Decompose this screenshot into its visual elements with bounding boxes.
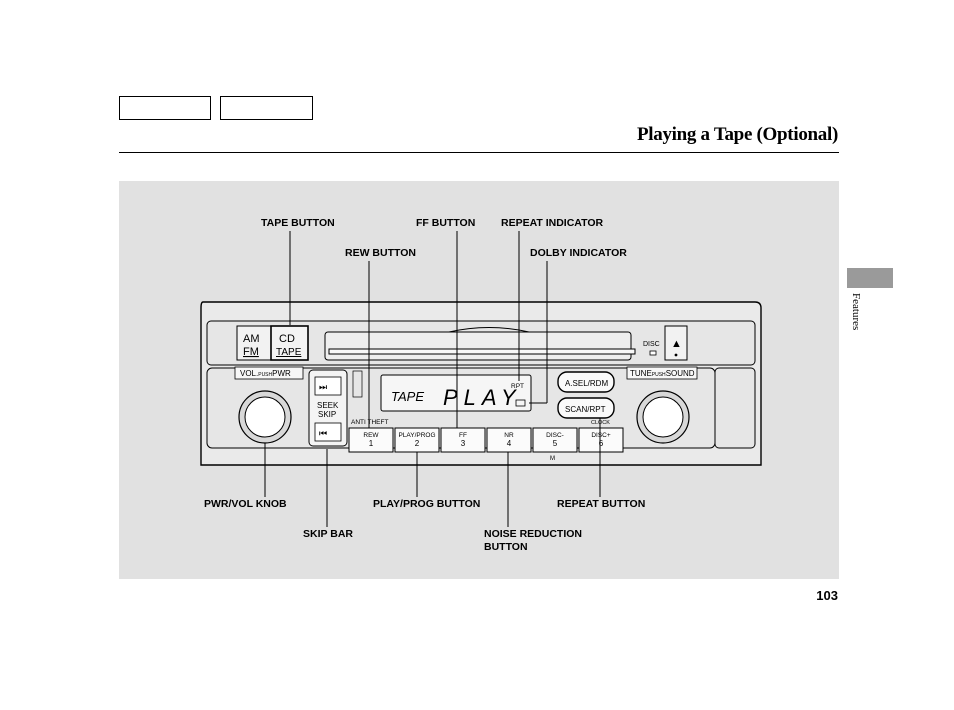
callout-play-prog-button: PLAY/PROG BUTTON xyxy=(373,498,481,510)
skip-down-button xyxy=(314,422,342,442)
page-title: Playing a Tape (Optional) xyxy=(636,124,838,145)
callout-rew-button: REW BUTTON xyxy=(345,247,416,259)
seek-label: SEEK xyxy=(317,401,339,410)
cd-slot xyxy=(328,348,636,355)
cd-slot-frame xyxy=(324,331,632,361)
skip-forward-icon: ⏭ xyxy=(319,382,327,392)
eject-icon: ▲ xyxy=(671,338,682,350)
callout-repeat-indicator: REPEAT INDICATOR xyxy=(501,217,604,229)
tune-label: TUNEPUSHSOUND xyxy=(630,369,695,378)
display-mode: TAPE xyxy=(391,389,424,404)
eject-dot xyxy=(674,353,678,357)
preset-num-5: 5 xyxy=(553,439,558,448)
m-label: M xyxy=(550,456,555,462)
anti-theft-label: ANTI THEFT xyxy=(351,419,388,426)
cd-tape-button xyxy=(270,325,309,361)
clock-label: CLOCK xyxy=(591,420,610,426)
callout-noise-reduction-line1: NOISE REDUCTION xyxy=(484,528,583,540)
nav-box-1[interactable] xyxy=(119,96,211,120)
preset-buttons: REW 1 PLAY/PROG 2 FF 3 NR 4 DISC- 5 DISC… xyxy=(348,427,624,453)
page-number: 103 xyxy=(816,588,838,603)
preset-label-6: DISC+ xyxy=(591,432,611,439)
rpt-indicator: RPT xyxy=(511,383,524,390)
tune-label-plate xyxy=(626,366,698,380)
eject-button xyxy=(664,325,688,361)
am-fm-button xyxy=(236,325,272,361)
section-tab[interactable] xyxy=(847,268,893,288)
preset-num-3: 3 xyxy=(461,439,466,448)
callout-noise-reduction-line2: BUTTON xyxy=(484,541,528,553)
dolby-logo xyxy=(352,370,363,398)
cd-label: CD xyxy=(279,333,295,345)
callout-dolby-indicator: DOLBY INDICATOR xyxy=(530,247,627,259)
preset-num-6: 6 xyxy=(599,439,604,448)
preset-button-3 xyxy=(440,427,486,453)
right-deck xyxy=(714,367,756,449)
figure-panel: AM FM CD TAPE DISC ▲ VOL.PUSHPWR ⏭ SEEK … xyxy=(119,181,839,579)
callout-tape-button: TAPE BUTTON xyxy=(261,217,335,229)
nav-box-2[interactable] xyxy=(220,96,313,120)
disc-indicator xyxy=(649,350,657,356)
preset-label-1: REW xyxy=(363,432,379,439)
callout-repeat-button: REPEAT BUTTON xyxy=(557,498,646,510)
vol-label-plate xyxy=(234,366,304,380)
preset-num-4: 4 xyxy=(507,439,512,448)
tape-label: TAPE xyxy=(276,347,302,358)
callout-noise-reduction: NOISE REDUCTION BUTTON xyxy=(484,528,582,554)
tune-knob-face xyxy=(642,396,684,438)
skip-label: SKIP xyxy=(318,410,336,419)
scan-rpt-button xyxy=(557,397,615,419)
title-rule xyxy=(119,152,839,153)
callout-ff-button: FF BUTTON xyxy=(416,217,476,229)
preset-label-2: PLAY/PROG xyxy=(398,432,435,439)
preset-button-6 xyxy=(578,427,624,453)
asel-rdm-label: A.SEL/RDM xyxy=(565,379,608,388)
section-label: Features xyxy=(850,293,862,331)
skip-up-button xyxy=(314,376,342,396)
asel-rdm-button xyxy=(557,371,615,393)
preset-num-2: 2 xyxy=(415,439,420,448)
scan-rpt-label: SCAN/RPT xyxy=(565,405,606,414)
skip-back-icon: ⏮ xyxy=(319,428,327,438)
callout-pwr-vol-knob: PWR/VOL KNOB xyxy=(204,498,287,510)
am-label: AM xyxy=(243,333,260,345)
preset-num-1: 1 xyxy=(369,439,374,448)
radio-illustration: AM FM CD TAPE DISC ▲ VOL.PUSHPWR ⏭ SEEK … xyxy=(200,231,762,527)
preset-label-3: FF xyxy=(459,432,467,439)
display-main: PLAY xyxy=(443,385,522,410)
preset-button-1 xyxy=(348,427,394,453)
preset-button-4 xyxy=(486,427,532,453)
fm-label: FM xyxy=(243,346,259,358)
display xyxy=(380,374,532,412)
preset-button-5 xyxy=(532,427,578,453)
pwr-vol-knob-face xyxy=(244,396,286,438)
callout-skip-bar: SKIP BAR xyxy=(303,528,353,540)
disc-label: DISC xyxy=(643,341,660,348)
vol-label: VOL.PUSHPWR xyxy=(240,369,291,378)
preset-button-2 xyxy=(394,427,440,453)
dolby-indicator xyxy=(515,399,526,407)
callout-leaders xyxy=(264,231,601,527)
preset-label-4: NR xyxy=(504,432,514,439)
preset-label-5: DISC- xyxy=(546,432,564,439)
